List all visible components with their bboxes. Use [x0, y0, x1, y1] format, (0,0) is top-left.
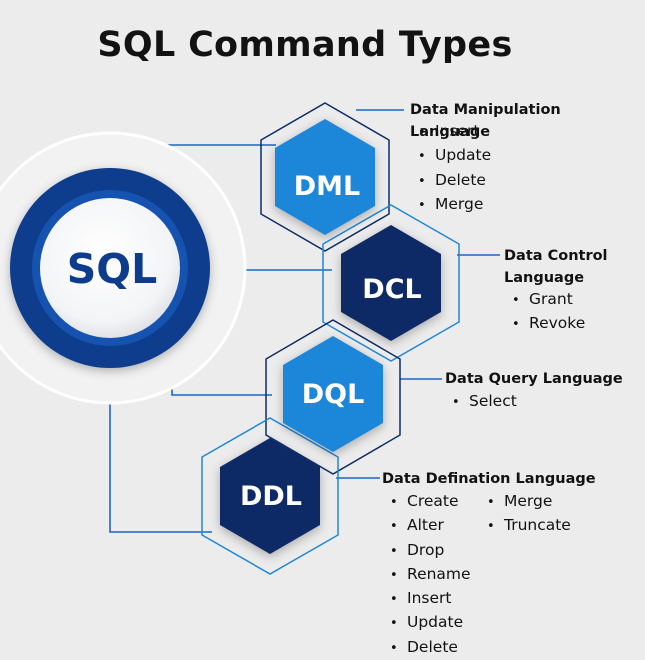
connector-ddl — [109, 348, 212, 533]
list-item: Delete — [418, 169, 491, 193]
hex-outlines — [201, 102, 460, 575]
page-title: SQL Command Types — [97, 25, 513, 65]
sql-label: SQL — [67, 245, 158, 293]
dcl-outline — [322, 204, 460, 362]
list-item: Merge — [487, 490, 571, 514]
ddl-outline — [201, 417, 339, 575]
list-item: Insert — [418, 120, 491, 144]
sql-circle: SQL — [0, 131, 247, 405]
list-item: Rename — [390, 563, 471, 587]
dml-hexagon — [275, 119, 375, 235]
list-item: Merge — [418, 193, 491, 217]
list-item: Revoke — [512, 312, 585, 336]
ddl-hex-label: DDL — [240, 481, 302, 512]
dql-outline — [265, 319, 401, 475]
dcl-heading-line1: Data Control — [504, 248, 608, 264]
ddl-heading: Data Defination Language — [382, 471, 596, 487]
list-item: Delete — [390, 636, 471, 660]
dcl-heading: Data Control Language — [504, 245, 608, 289]
dql-heading: Data Query Language — [445, 371, 623, 387]
dcl-heading-line2: Language — [504, 270, 585, 286]
hex-labels: DML DCL DQL DDL — [240, 171, 422, 512]
diagram-graphic: SQL DML DCL DQL DDL — [0, 102, 500, 575]
dml-outline — [260, 102, 390, 252]
dcl-hex-label: DCL — [362, 274, 421, 305]
list-item: Update — [418, 144, 491, 168]
dml-list: Insert Update Delete Merge — [418, 120, 491, 217]
dcl-list: Grant Revoke — [512, 288, 585, 337]
list-item: Create — [390, 490, 471, 514]
dql-hex-label: DQL — [302, 379, 365, 410]
inner-disc — [40, 198, 180, 338]
list-item: Alter — [390, 514, 471, 538]
hexagons — [220, 119, 441, 554]
dml-hex-label: DML — [294, 171, 361, 202]
ddl-list-col2: Merge Truncate — [487, 490, 571, 539]
dql-list: Select — [452, 390, 517, 414]
dql-hexagon — [283, 336, 383, 452]
dcl-hexagon — [341, 225, 441, 341]
list-item: Insert — [390, 587, 471, 611]
list-item: Select — [452, 390, 517, 414]
list-item: Truncate — [487, 514, 571, 538]
list-item: Update — [390, 611, 471, 635]
list-item: Grant — [512, 288, 585, 312]
ddl-hexagon — [220, 438, 320, 554]
list-item: Drop — [390, 539, 471, 563]
ddl-list-col1: Create Alter Drop Rename Insert Update D… — [390, 490, 471, 660]
